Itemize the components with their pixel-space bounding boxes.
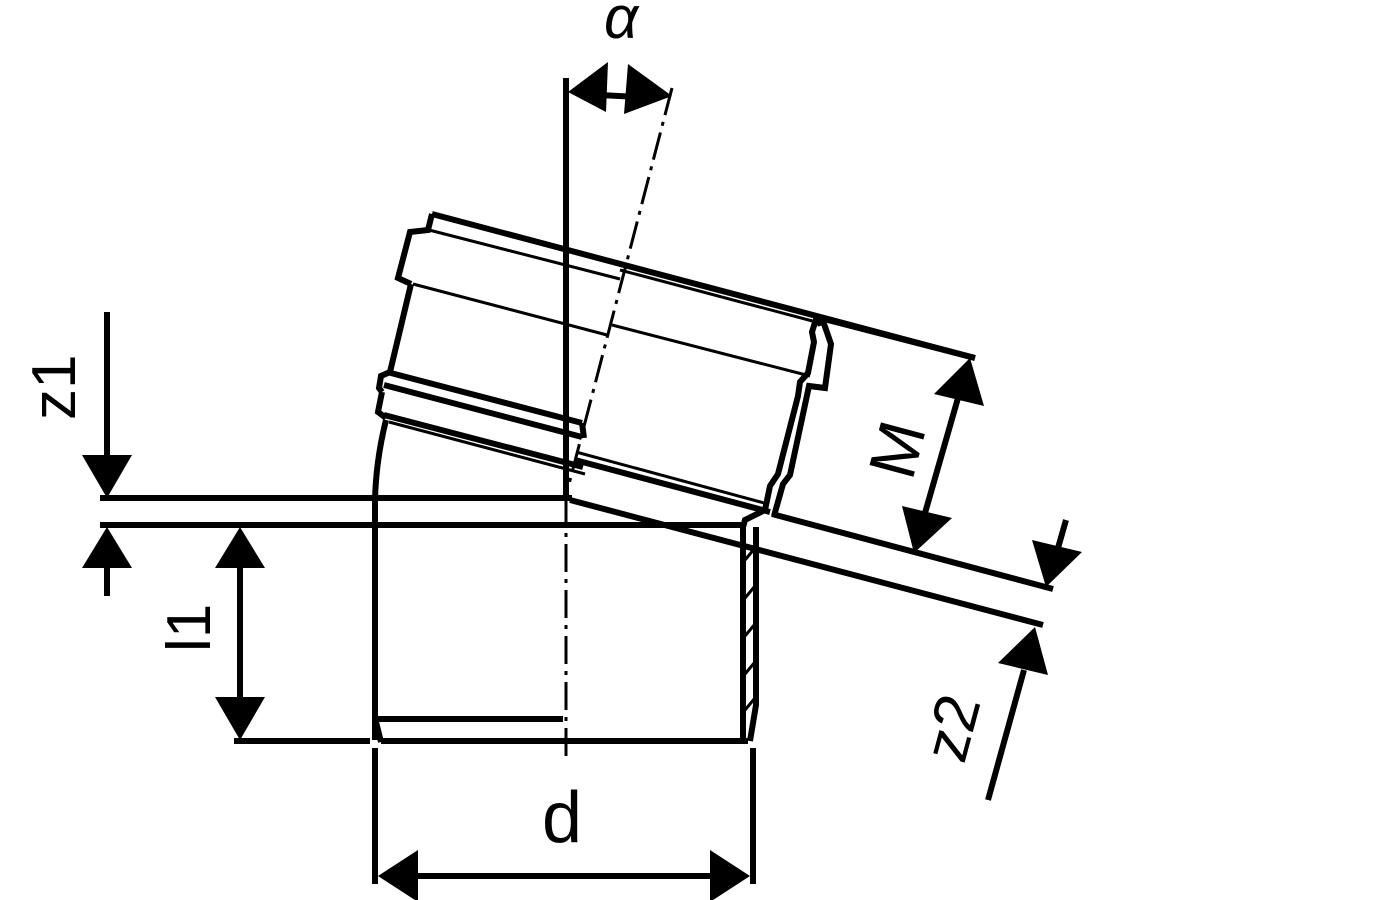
arrowhead-icon — [624, 64, 672, 114]
m-dimension: M — [854, 358, 984, 553]
arrowhead-icon — [215, 527, 265, 568]
arrowhead-icon — [82, 527, 132, 568]
reference-lines — [100, 78, 1054, 884]
arrowhead-icon — [934, 358, 984, 406]
d-dimension: d — [378, 778, 750, 900]
arrowhead-icon — [82, 455, 132, 498]
diameter-label: d — [542, 778, 582, 858]
upper-socket — [374, 211, 976, 528]
z2-dimension: z2 — [911, 519, 1082, 801]
socket-depth-label: M — [854, 413, 940, 485]
z1-dimension: z1 — [20, 312, 132, 596]
z2-label: z2 — [911, 688, 995, 769]
wall-hatching — [743, 547, 757, 711]
angle-label: α — [604, 0, 640, 51]
arrowhead-icon — [710, 850, 750, 900]
arrowhead-icon — [215, 697, 265, 740]
arrowhead-icon — [378, 850, 418, 900]
arrowhead-icon — [1032, 540, 1082, 587]
arrowhead-icon — [902, 506, 952, 553]
angle-dimension: α — [568, 0, 672, 114]
l1-label: l1 — [155, 604, 224, 652]
l1-dimension: l1 — [155, 527, 265, 740]
arrowhead-icon — [568, 62, 608, 112]
z1-label: z1 — [20, 355, 89, 420]
arrowhead-icon — [998, 627, 1048, 675]
